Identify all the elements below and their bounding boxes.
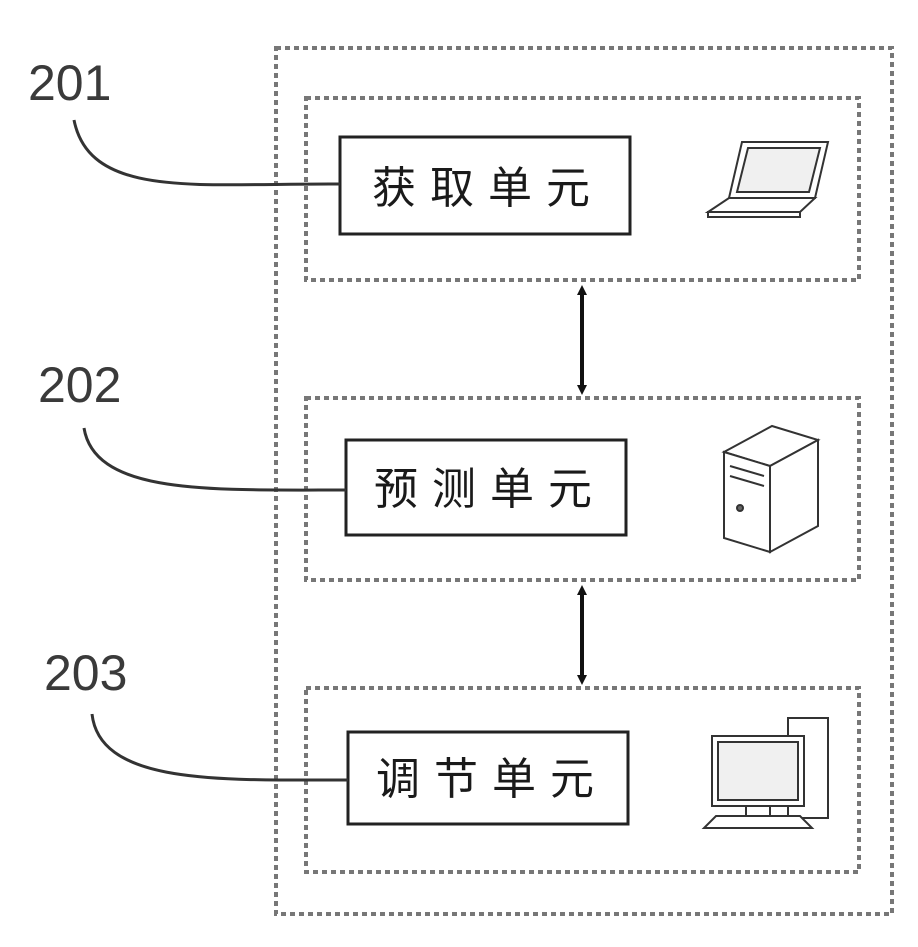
leader-line-201 — [74, 120, 340, 185]
desktop-computer-icon — [704, 718, 828, 828]
laptop-icon — [708, 142, 828, 217]
acquisition-unit-label: 获取单元 — [372, 163, 604, 214]
module-201: 获取单元 201 — [28, 55, 859, 280]
ref-label-202: 202 — [38, 357, 121, 413]
regulation-unit-label: 调节单元 — [376, 754, 608, 805]
module-203: 调节单元 203 — [44, 645, 859, 872]
leader-line-203 — [92, 714, 348, 780]
module-202: 预测单元 202 — [38, 357, 859, 580]
server-tower-icon — [724, 426, 818, 552]
ref-label-201: 201 — [28, 55, 111, 111]
prediction-unit-label: 预测单元 — [374, 464, 606, 515]
ref-label-203: 203 — [44, 645, 127, 701]
